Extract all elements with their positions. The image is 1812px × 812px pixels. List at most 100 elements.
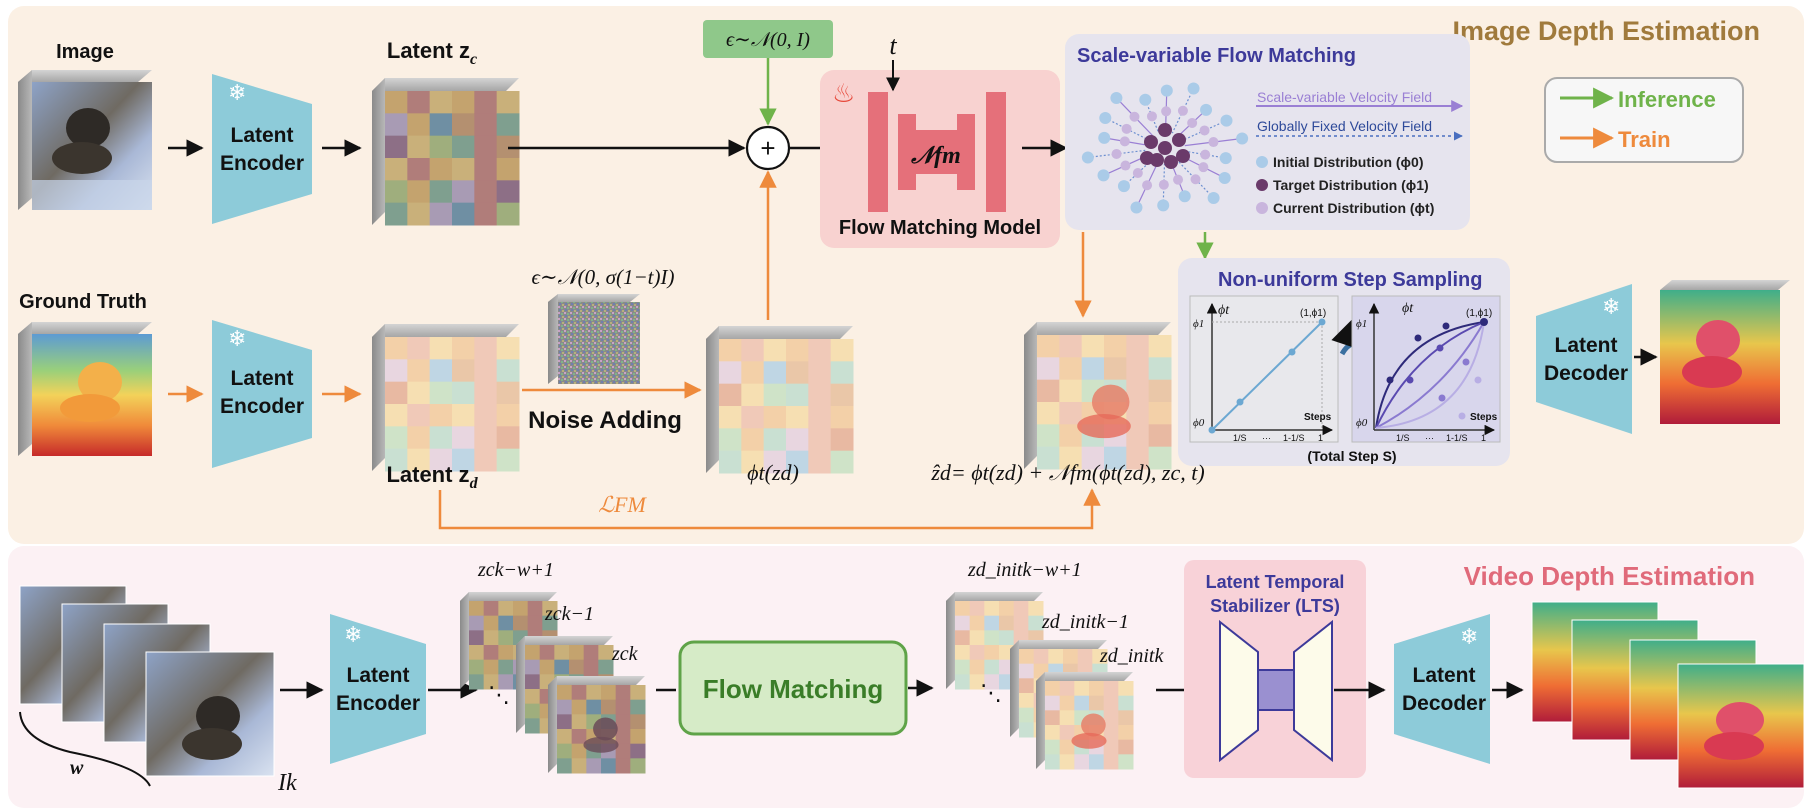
plus-node: + xyxy=(745,125,791,171)
svg-text:ϕt: ϕt xyxy=(1218,303,1230,318)
svfm-panel: Scale-variable Flow Matching Scale-varia… xyxy=(1065,34,1470,230)
loss-path xyxy=(438,488,1101,530)
zd-label-1: zd_initk−w+1 xyxy=(967,559,1082,581)
ground-truth-image xyxy=(18,322,152,456)
svg-text:Latent: Latent xyxy=(1555,334,1618,357)
svfm-title: Scale-variable Flow Matching xyxy=(1077,45,1356,67)
svg-text:1/S: 1/S xyxy=(1233,433,1247,443)
svg-text:ϕ1: ϕ1 xyxy=(1356,318,1367,330)
image-label: Image xyxy=(56,41,114,63)
svg-text:Encoder: Encoder xyxy=(336,692,420,715)
svg-text:(1,ϕ1): (1,ϕ1) xyxy=(1466,308,1492,319)
svg-text:(1,ϕ1): (1,ϕ1) xyxy=(1300,308,1326,319)
svg-text:Latent: Latent xyxy=(347,664,410,687)
flow-matching-model: ♨ 𝒩fm Flow Matching Model xyxy=(820,70,1060,248)
latent-zc-cube xyxy=(372,78,520,226)
svg-text:ϕ0: ϕ0 xyxy=(1356,417,1368,429)
noise-adding-label: Noise Adding xyxy=(528,407,682,434)
svg-text:ϕ1: ϕ1 xyxy=(1193,318,1204,330)
svg-text:Latent Temporal: Latent Temporal xyxy=(1206,572,1345,592)
noise-top-label: ϵ∼𝒩(0, I) xyxy=(726,29,810,51)
svg-text:1-1/S: 1-1/S xyxy=(1446,433,1468,443)
lts-module: Latent Temporal Stabilizer (LTS) xyxy=(1184,560,1366,778)
svfm-cluster xyxy=(1081,82,1249,214)
latent-encoder-top: ❄ Latent Encoder xyxy=(212,74,312,224)
svg-text:⋱: ⋱ xyxy=(980,680,1002,705)
zd-label-2: zd_initk−1 xyxy=(1041,611,1129,633)
legend-train-label: Train xyxy=(1618,127,1671,152)
svg-text:Encoder: Encoder xyxy=(220,395,304,418)
snowflake-icon: ❄ xyxy=(1460,624,1478,649)
latent-encoder-bottom: ❄ Latent Encoder xyxy=(330,614,426,764)
ik-label: Ik xyxy=(277,770,297,796)
snowflake-icon: ❄ xyxy=(228,80,246,105)
sampling-panel: Non-uniform Step Sampling ϕt ϕ1 ϕ0 (1,ϕ1… xyxy=(1178,258,1510,466)
legend: Inference Train xyxy=(1544,77,1744,163)
svg-text:Encoder: Encoder xyxy=(220,152,304,175)
svg-text:+: + xyxy=(760,133,775,163)
svg-text:Latent: Latent xyxy=(231,124,294,147)
video-frames xyxy=(19,585,275,777)
loss-label: ℒFM xyxy=(598,492,647,517)
latent-decoder-bottom: ❄ Latent Decoder xyxy=(1394,614,1490,764)
latent-zd-cube xyxy=(372,324,520,472)
latent-encoder-mid: ❄ Latent Encoder xyxy=(212,320,312,468)
initial-distribution: Initial Distribution (ϕ0) xyxy=(1273,154,1424,170)
svg-text:Stabilizer (LTS): Stabilizer (LTS) xyxy=(1210,596,1340,616)
svg-text:1-1/S: 1-1/S xyxy=(1283,433,1305,443)
svg-text:ϕt: ϕt xyxy=(1402,301,1414,316)
fixed-field-label: Globally Fixed Velocity Field xyxy=(1257,118,1432,134)
snowflake-icon: ❄ xyxy=(228,326,246,351)
zc-label-1: zck−w+1 xyxy=(477,559,554,581)
video-depth-outputs xyxy=(1531,601,1805,789)
zc-label-3: zck xyxy=(611,643,639,665)
svg-text:1/S: 1/S xyxy=(1396,433,1410,443)
zd-label-3: zd_initk xyxy=(1099,645,1164,667)
svg-text:1: 1 xyxy=(1481,433,1486,443)
svg-text:1: 1 xyxy=(1318,433,1323,443)
svg-text:ϕ0: ϕ0 xyxy=(1193,417,1205,429)
noise-top-box: ϵ∼𝒩(0, I) xyxy=(703,20,833,58)
svg-text:···: ··· xyxy=(1262,433,1271,443)
video-zd-cube-3 xyxy=(1036,672,1134,770)
latent-zc-label: Latent zc xyxy=(387,38,477,68)
latent-zd-label: Latent zd xyxy=(386,462,478,492)
svg-text:⋱: ⋱ xyxy=(488,682,510,707)
t-label: t xyxy=(889,31,897,60)
svg-text:Decoder: Decoder xyxy=(1402,692,1486,715)
phi-zd-label: ϕt(zd) xyxy=(747,460,799,485)
svg-text:Steps: Steps xyxy=(1470,412,1498,423)
noise-mid-label: ϵ∼𝒩(0, σ(1−t)I) xyxy=(531,265,674,289)
svg-text:Decoder: Decoder xyxy=(1544,362,1628,385)
total-steps-label: (Total Step S) xyxy=(1307,448,1396,464)
svg-text:Latent: Latent xyxy=(1413,664,1476,687)
input-image xyxy=(18,70,152,210)
snowflake-icon: ❄ xyxy=(344,622,362,647)
noise-image xyxy=(548,294,640,384)
legend-inference-label: Inference xyxy=(1618,87,1716,112)
scale-field-label: Scale-variable Velocity Field xyxy=(1257,89,1432,105)
ground-truth-label: Ground Truth xyxy=(19,291,147,313)
svg-text:Flow Matching: Flow Matching xyxy=(703,674,884,704)
fm-model-label: Flow Matching Model xyxy=(839,217,1041,239)
snowflake-icon: ❄ xyxy=(1602,294,1620,319)
zd-hat-equation: ẑd= ϕt(zd) + 𝒩fm(ϕt(zd), zc, t) xyxy=(930,460,1204,485)
zc-label-2: zck−1 xyxy=(544,603,594,625)
svg-text:···: ··· xyxy=(1425,433,1434,443)
current-distribution: Current Distribution (ϕt) xyxy=(1273,200,1434,216)
latent-decoder-top: ❄ Latent Decoder xyxy=(1536,284,1632,434)
target-distribution: Target Distribution (ϕ1) xyxy=(1273,177,1429,193)
image-depth-title: Image Depth Estimation xyxy=(1452,16,1760,46)
svg-text:Steps: Steps xyxy=(1304,412,1332,423)
fm-symbol: 𝒩fm xyxy=(910,143,961,169)
video-depth-title: Video Depth Estimation xyxy=(1464,561,1755,591)
w-label: w xyxy=(70,757,84,779)
output-depth-image xyxy=(1660,280,1790,424)
zd-hat-cube xyxy=(1024,322,1172,470)
sampling-title: Non-uniform Step Sampling xyxy=(1218,269,1482,291)
video-zc-cube-3 xyxy=(548,676,646,774)
svg-text:Latent: Latent xyxy=(231,367,294,390)
phi-zd-cube xyxy=(706,326,854,474)
fire-icon: ♨ xyxy=(832,78,855,108)
